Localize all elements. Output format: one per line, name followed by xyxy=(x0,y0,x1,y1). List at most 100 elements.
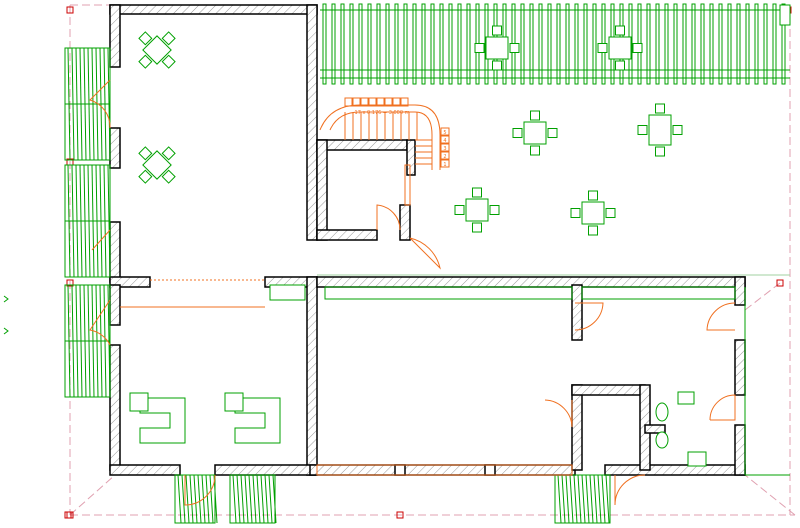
shutter-slat xyxy=(252,474,257,524)
shutter-slat xyxy=(197,474,202,524)
shutter-slat xyxy=(99,164,103,278)
shutter-slat xyxy=(71,284,75,398)
pergola-slat xyxy=(691,3,696,85)
shutter-slat xyxy=(67,284,71,398)
shutter-slat xyxy=(83,164,87,278)
door-swing xyxy=(574,302,604,331)
stair-step-box xyxy=(440,159,450,168)
shutter-slat xyxy=(264,474,269,524)
chair xyxy=(655,103,665,114)
shutter-slat xyxy=(268,474,273,524)
table-set xyxy=(138,31,176,69)
pergola-slat xyxy=(574,3,579,85)
chair xyxy=(138,54,153,69)
wall-segment xyxy=(214,464,316,476)
pergola-slat xyxy=(592,3,597,85)
shutter-slat xyxy=(236,474,241,524)
marker xyxy=(66,279,74,287)
shutter-slat xyxy=(565,474,570,524)
stair-step-number: 2 xyxy=(443,154,446,160)
pergola-slat xyxy=(754,3,759,85)
pergola-slat xyxy=(556,3,561,85)
pergola-slat xyxy=(709,3,714,85)
pergola-slat xyxy=(646,3,651,85)
wall-segment xyxy=(399,204,411,241)
shutter-slat xyxy=(91,164,95,278)
desk xyxy=(234,397,281,444)
stair-step-box xyxy=(440,127,450,136)
table xyxy=(608,36,632,60)
pergola-slat xyxy=(547,3,552,85)
shutter-slat xyxy=(91,284,95,398)
stair-step-marker xyxy=(392,97,401,107)
marker xyxy=(64,511,72,519)
shutter-slat xyxy=(79,47,83,161)
chair xyxy=(530,110,540,121)
pergola-slat xyxy=(745,3,750,85)
door-swing xyxy=(706,302,736,331)
shutter-slat xyxy=(185,474,190,524)
shutter-slat xyxy=(67,164,71,278)
shutter-slat xyxy=(561,474,566,524)
shutter-slat xyxy=(103,284,107,398)
shutter-slat xyxy=(79,164,83,278)
stair-step-marker xyxy=(352,97,361,107)
office-chair xyxy=(224,392,244,412)
pergola-slat xyxy=(376,3,381,85)
chair xyxy=(672,125,683,135)
pergola-slat xyxy=(763,3,768,85)
pergola-slat xyxy=(466,3,471,85)
chair xyxy=(637,125,648,135)
shutter-slat xyxy=(75,47,79,161)
shutter-slat xyxy=(189,474,194,524)
table-set xyxy=(637,103,683,157)
shutter-slat xyxy=(589,474,594,524)
shutter-slat xyxy=(577,474,582,524)
shutter-slat xyxy=(95,164,99,278)
door-swing xyxy=(709,394,736,421)
kitchen-counter xyxy=(581,286,736,300)
shutter-slat xyxy=(593,474,598,524)
washbasin xyxy=(687,451,707,467)
wall-segment xyxy=(734,276,746,306)
chair xyxy=(161,146,176,161)
toilet xyxy=(655,431,669,449)
shutter-slat xyxy=(83,47,87,161)
shutter-slat xyxy=(103,47,107,161)
door-swing xyxy=(89,79,111,129)
shutter-slat xyxy=(193,474,198,524)
pergola-slat xyxy=(529,3,534,85)
shutter-slat xyxy=(107,47,111,161)
chair xyxy=(161,31,176,46)
table xyxy=(523,121,547,145)
shutter-slat xyxy=(240,474,245,524)
wall-segment xyxy=(109,4,318,15)
chair xyxy=(615,25,625,36)
shutter-slat xyxy=(557,474,562,524)
shutter-slat xyxy=(232,474,237,524)
chair xyxy=(138,146,153,161)
chair xyxy=(655,146,665,157)
chair xyxy=(588,225,598,236)
table-set xyxy=(454,187,500,233)
wall-segment xyxy=(109,464,181,476)
table-set xyxy=(138,146,176,184)
walls xyxy=(109,4,746,476)
chair xyxy=(605,208,616,218)
wall-segment xyxy=(306,276,318,476)
table xyxy=(142,35,172,65)
table xyxy=(485,36,509,60)
shutter-slat xyxy=(103,164,107,278)
chair xyxy=(454,205,465,215)
table xyxy=(465,198,489,222)
shutter-slat xyxy=(244,474,249,524)
stair-step-number: 4 xyxy=(443,138,446,144)
table-set xyxy=(512,110,558,156)
chair xyxy=(570,208,581,218)
shutter-slat xyxy=(87,47,91,161)
door-swing xyxy=(184,474,216,506)
wall-segment xyxy=(109,344,121,471)
pergola-slat xyxy=(430,3,435,85)
